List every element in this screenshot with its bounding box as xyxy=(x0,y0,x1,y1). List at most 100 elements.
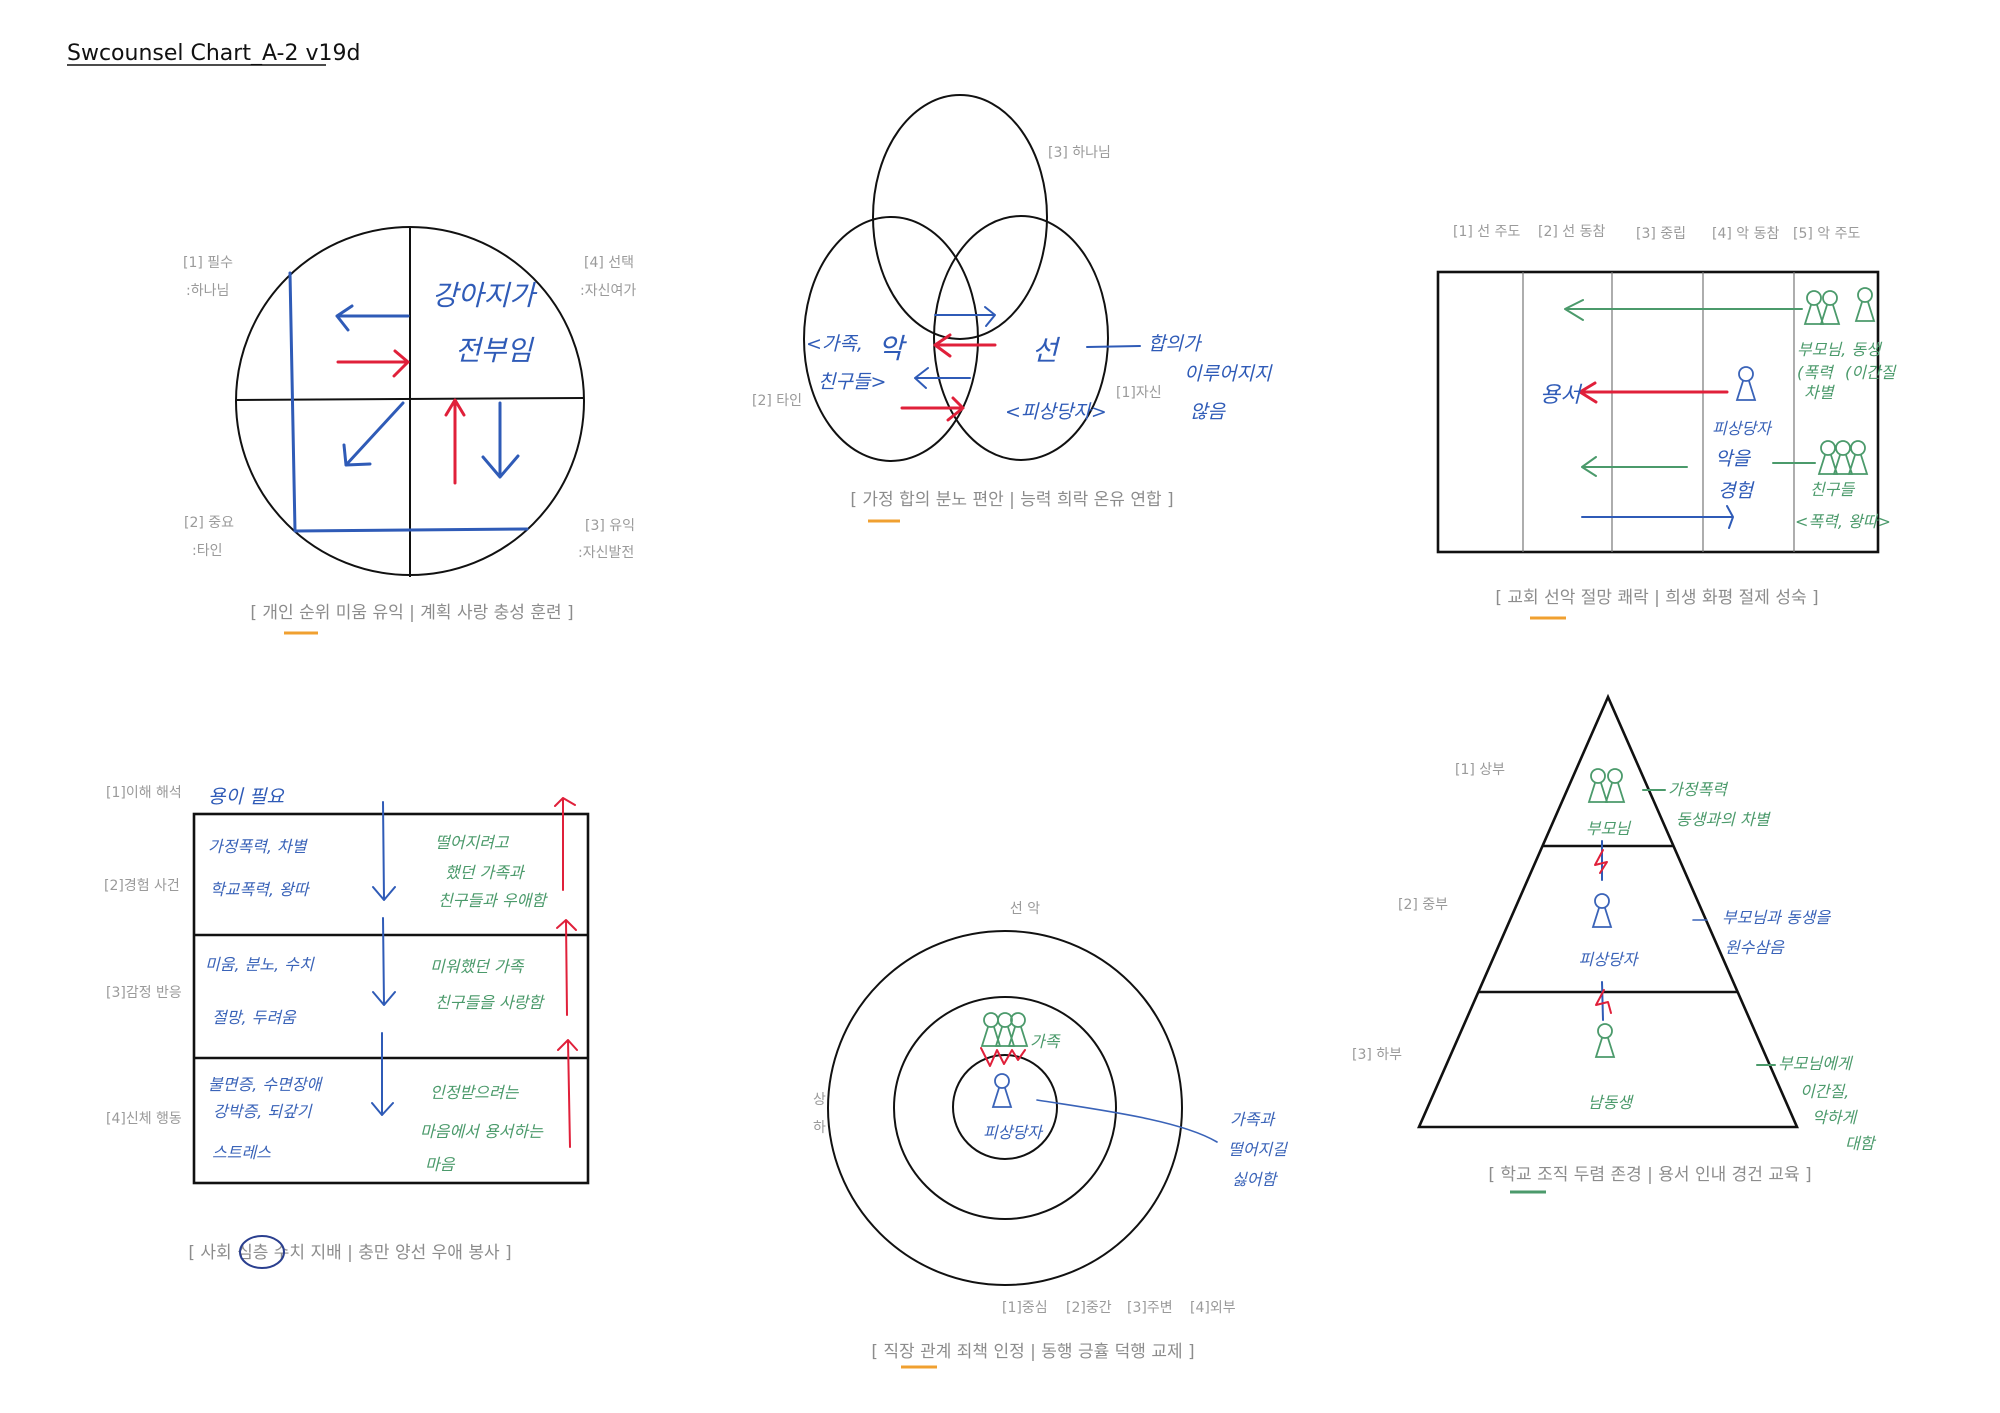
red-up-arrow xyxy=(554,797,576,891)
top-label: 선 악 xyxy=(1010,901,1040,917)
page-title: Swcounsel Chart_A-2 v19d xyxy=(67,41,360,66)
panel-layers-table: [1]이해 해석 [2]경험 사건 [3]감정 반응 [4]신체 행동 용이 필… xyxy=(104,785,590,1269)
row-label: [2]경험 사건 xyxy=(104,878,180,894)
handwritten-note: 가정폭력, 차별 xyxy=(208,837,308,856)
person-icon xyxy=(1605,768,1625,803)
venn-circle-others xyxy=(803,216,979,462)
handwritten-note: 피상당자 xyxy=(1712,419,1773,438)
panel-caption: [ 사회 심층 수치 지배 | 충만 양선 우애 봉사 ] xyxy=(188,1243,511,1263)
person-icon xyxy=(1818,440,1838,475)
handwritten-note: 떨어지려고 xyxy=(435,833,510,852)
handwritten-note: 악하게 xyxy=(1812,1108,1858,1127)
handwritten-note: 스트레스 xyxy=(212,1143,271,1162)
note-connector xyxy=(1086,345,1141,348)
spectrum-frame xyxy=(1436,270,1880,554)
panel-caption: [ 학교 조직 두렴 존경 | 용서 인내 경건 교육 ] xyxy=(1488,1165,1811,1185)
row-label: [1]이해 해석 xyxy=(106,785,182,801)
red-right-arrow xyxy=(336,349,410,378)
panel-priority-circle: [1] 필수 :하나님 [4] 선택 :자신여가 [2] 중요 :타인 [3] … xyxy=(183,226,636,635)
venn-label: [3] 하나님 xyxy=(1048,145,1111,161)
side-label: 상 xyxy=(813,1092,826,1108)
layers-frame xyxy=(192,812,590,1185)
handwritten-note: 미움, 분노, 수치 xyxy=(205,955,315,974)
handwritten-note: 용서 xyxy=(1540,383,1583,408)
caption-circled-word: 심층 xyxy=(237,1243,268,1263)
panel-caption: [ 직장 관계 죄책 인정 | 동행 긍휼 덕행 교제 ] xyxy=(871,1342,1194,1362)
caption-circle-highlight xyxy=(239,1235,285,1269)
inner-ring xyxy=(952,1054,1058,1160)
person-icon xyxy=(1804,290,1824,325)
column-header: [1] 선 주도 xyxy=(1453,224,1520,240)
handwritten-note: (이간질 xyxy=(1845,363,1897,382)
blue-bracket-line xyxy=(288,271,529,533)
handwritten-note: 부모님에게 xyxy=(1778,1054,1854,1073)
panel-caption: [ 교회 선악 절망 쾌락 | 희생 화평 절제 성숙 ] xyxy=(1495,588,1818,608)
person-icon xyxy=(1736,366,1756,401)
red-left-arrow xyxy=(1578,381,1729,404)
person-icon xyxy=(1855,287,1875,322)
person-icon xyxy=(1833,440,1853,475)
red-up-arrow xyxy=(444,398,466,485)
handwritten-note: 마음 xyxy=(425,1155,456,1174)
quadrant-label: :자신발전 xyxy=(578,545,634,561)
column-header: [5] 악 주도 xyxy=(1793,226,1860,242)
horizontal-axis xyxy=(235,397,585,401)
venn-label: [2] 타인 xyxy=(752,393,802,409)
handwritten-note: <폭력, 왕따> xyxy=(1795,512,1891,531)
handwritten-note: 용이 필요 xyxy=(208,786,285,808)
outer-ring xyxy=(827,930,1183,1286)
venn-circle-god xyxy=(872,94,1048,340)
row-label: [3]감정 반응 xyxy=(106,985,182,1001)
handwritten-note: 가족 xyxy=(1030,1032,1061,1051)
handwritten-note: 악을 xyxy=(1715,448,1751,470)
handwritten-note: 친구들> xyxy=(818,371,886,393)
quadrant-label: [4] 선택 xyxy=(584,255,634,271)
ring-label: [4]외부 xyxy=(1190,1300,1236,1316)
blue-down-arrow xyxy=(372,801,396,901)
green-left-arrow xyxy=(1581,456,1688,477)
handwritten-note: 동생과의 차별 xyxy=(1676,810,1771,829)
red-left-arrow xyxy=(933,333,997,358)
handwritten-note: <가족, xyxy=(806,333,863,355)
handwritten-note: 가정폭력 xyxy=(1668,780,1729,799)
blue-down-arrow xyxy=(372,917,396,1006)
handwritten-note: 학교폭력, 왕따 xyxy=(210,880,311,899)
handwritten-note: <피상당자> xyxy=(1005,401,1107,423)
handwritten-note: 부모님 xyxy=(1586,819,1631,838)
venn-circle-self xyxy=(933,215,1109,461)
row-label: [4]신체 행동 xyxy=(106,1111,182,1127)
green-left-arrow xyxy=(1564,299,1803,321)
blue-down-arrow xyxy=(481,401,520,479)
handwritten-note: (폭력 xyxy=(1797,363,1835,382)
panel-caption: [ 개인 순위 미움 유익 | 계획 사랑 충성 훈련 ] xyxy=(250,603,573,623)
conflict-zigzag xyxy=(1594,849,1608,874)
handwritten-note: 악 xyxy=(878,332,907,365)
handwritten-note: 마음에서 용서하는 xyxy=(420,1122,544,1141)
blue-diagonal-arrow xyxy=(342,401,405,467)
ring-label: [1]중심 xyxy=(1002,1300,1048,1316)
red-right-arrow xyxy=(900,396,965,422)
handwritten-note: 불면증, 수면장애 xyxy=(208,1075,323,1094)
note-connector xyxy=(1036,1099,1218,1143)
red-up-arrow xyxy=(556,919,577,1016)
panel-concentric: 선 악 상 하 가족 피상당자 가족과 떨어지길 싫어함 [1]중심 [2]중간… xyxy=(813,901,1288,1369)
handwritten-note: 합의가 xyxy=(1148,333,1203,355)
quadrant-label: :타인 xyxy=(192,543,222,559)
blue-left-arrow xyxy=(335,304,410,332)
person-icon xyxy=(992,1073,1012,1108)
panel-pyramid: [1] 상부 [2] 중부 [3] 하부 부모님 가정폭력 동생과의 차별 피상… xyxy=(1352,693,1877,1194)
handwritten-note: 차별 xyxy=(1804,383,1835,402)
handwritten-note: 가족과 xyxy=(1230,1110,1275,1129)
person-icon xyxy=(1820,290,1840,325)
middle-ring xyxy=(893,996,1117,1220)
handwritten-note: 전부임 xyxy=(455,334,535,367)
person-icon xyxy=(1588,768,1608,803)
barrier-line xyxy=(1601,981,1604,1021)
handwritten-note: 원수삼음 xyxy=(1725,938,1785,957)
column-header: [3] 중립 xyxy=(1636,226,1686,242)
handwritten-note: 부모님과 동생을 xyxy=(1722,908,1831,927)
handwritten-note: 경험 xyxy=(1718,480,1755,502)
level-label: [3] 하부 xyxy=(1352,1047,1402,1063)
handwritten-note: 대함 xyxy=(1845,1134,1877,1153)
